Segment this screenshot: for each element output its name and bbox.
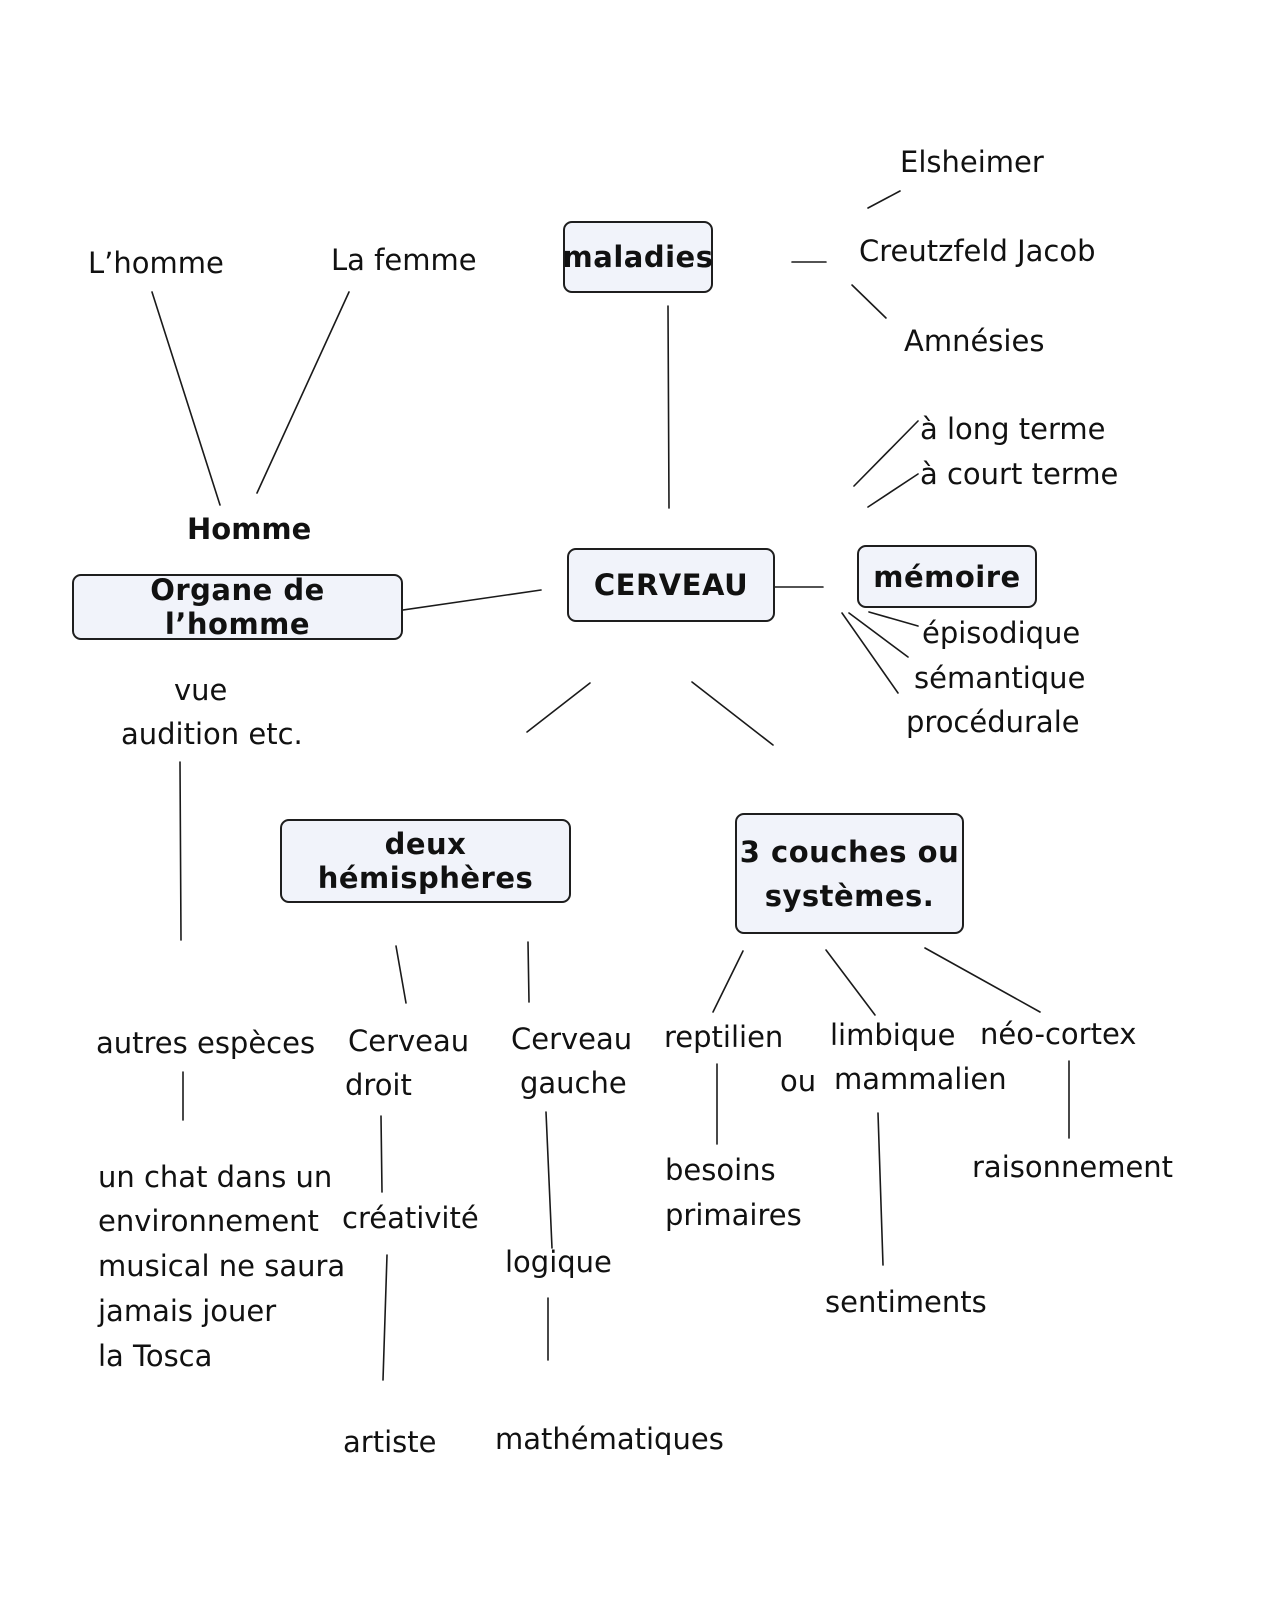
connector-court-terme [867, 473, 919, 508]
connector-couches-limbique [825, 949, 876, 1016]
node-cerveau: CERVEAU [567, 548, 775, 622]
label-la-femme: La femme [331, 243, 477, 277]
label-audition: audition etc. [121, 717, 303, 751]
connector-lafemme-homme [256, 291, 350, 494]
label-procedurale: procédurale [906, 705, 1080, 739]
connector-semantique [848, 612, 909, 658]
label-sentiments: sentiments [825, 1285, 987, 1319]
label-logique: logique [505, 1245, 612, 1279]
node-couches-line1: 3 couches ou [739, 834, 960, 869]
label-amnesies: Amnésies [904, 324, 1045, 358]
node-couches: 3 couches ou systèmes. [735, 813, 964, 934]
connector-procedurale [841, 612, 899, 694]
label-episodique: épisodique [922, 616, 1081, 650]
label-long-terme: à long terme [920, 412, 1106, 446]
label-chat-5: la Tosca [98, 1339, 213, 1373]
connector-amnesies [851, 284, 887, 319]
node-maladies: maladies [563, 221, 713, 293]
label-vue: vue [174, 673, 228, 707]
connector-hemispheres-gauche [527, 941, 530, 1003]
connector-creativite-artiste [382, 1254, 388, 1381]
label-chat-2: environnement [98, 1204, 319, 1238]
label-cerveau-droit-1: Cerveau [348, 1024, 470, 1058]
connector-cerveau-hemispheres [526, 682, 591, 733]
connector-hemispheres-droit [395, 945, 407, 1004]
connector-mammalien-sentiments [877, 1112, 884, 1266]
connector-maladies-cerveau [667, 305, 670, 509]
label-elsheimer: Elsheimer [900, 145, 1044, 179]
connector-elsheimer [867, 190, 901, 209]
label-homme: Homme [187, 512, 312, 546]
label-ou: ou [780, 1064, 817, 1098]
label-l-homme: L’homme [88, 246, 224, 280]
label-chat-1: un chat dans un [98, 1160, 333, 1194]
connector-episodique [868, 611, 919, 627]
node-hemispheres: deux hémisphères [280, 819, 571, 903]
label-autres-especes: autres espèces [96, 1026, 316, 1060]
label-cerveau-gauche-1: Cerveau [511, 1022, 633, 1056]
label-mammalien: mammalien [834, 1062, 1007, 1096]
label-raisonnement: raisonnement [972, 1150, 1174, 1184]
label-cerveau-gauche-2: gauche [520, 1066, 627, 1100]
label-mathematiques: mathématiques [495, 1422, 724, 1456]
connector-cerveau-couches [691, 681, 774, 746]
label-limbique: limbique [830, 1018, 956, 1052]
label-creutzfeld: Creutzfeld Jacob [859, 234, 1096, 268]
label-cerveau-droit-2: droit [345, 1068, 412, 1102]
node-couches-line2: systèmes. [764, 878, 935, 913]
connector-couches-neocortex [924, 947, 1041, 1013]
connector-lhomme-homme [151, 291, 221, 506]
connector-long-terme [853, 420, 919, 487]
label-chat-4: jamais jouer [98, 1294, 277, 1328]
connector-gauche-logique [545, 1111, 553, 1249]
label-besoins-2: primaires [665, 1198, 802, 1232]
connector-couches-reptilien [712, 950, 744, 1013]
node-memoire: mémoire [857, 545, 1037, 608]
label-court-terme: à court terme [920, 457, 1119, 491]
label-chat-3: musical ne saura [98, 1249, 346, 1283]
connector-droit-creativite [380, 1115, 383, 1193]
label-neo-cortex: néo-cortex [980, 1017, 1137, 1051]
label-creativite: créativité [342, 1201, 479, 1235]
label-artiste: artiste [343, 1425, 437, 1459]
label-semantique: sémantique [914, 661, 1086, 695]
label-reptilien: reptilien [664, 1020, 784, 1054]
node-organe: Organe de l’homme [72, 573, 403, 641]
label-besoins-1: besoins [665, 1153, 776, 1187]
connector-audition-autres [179, 761, 182, 941]
